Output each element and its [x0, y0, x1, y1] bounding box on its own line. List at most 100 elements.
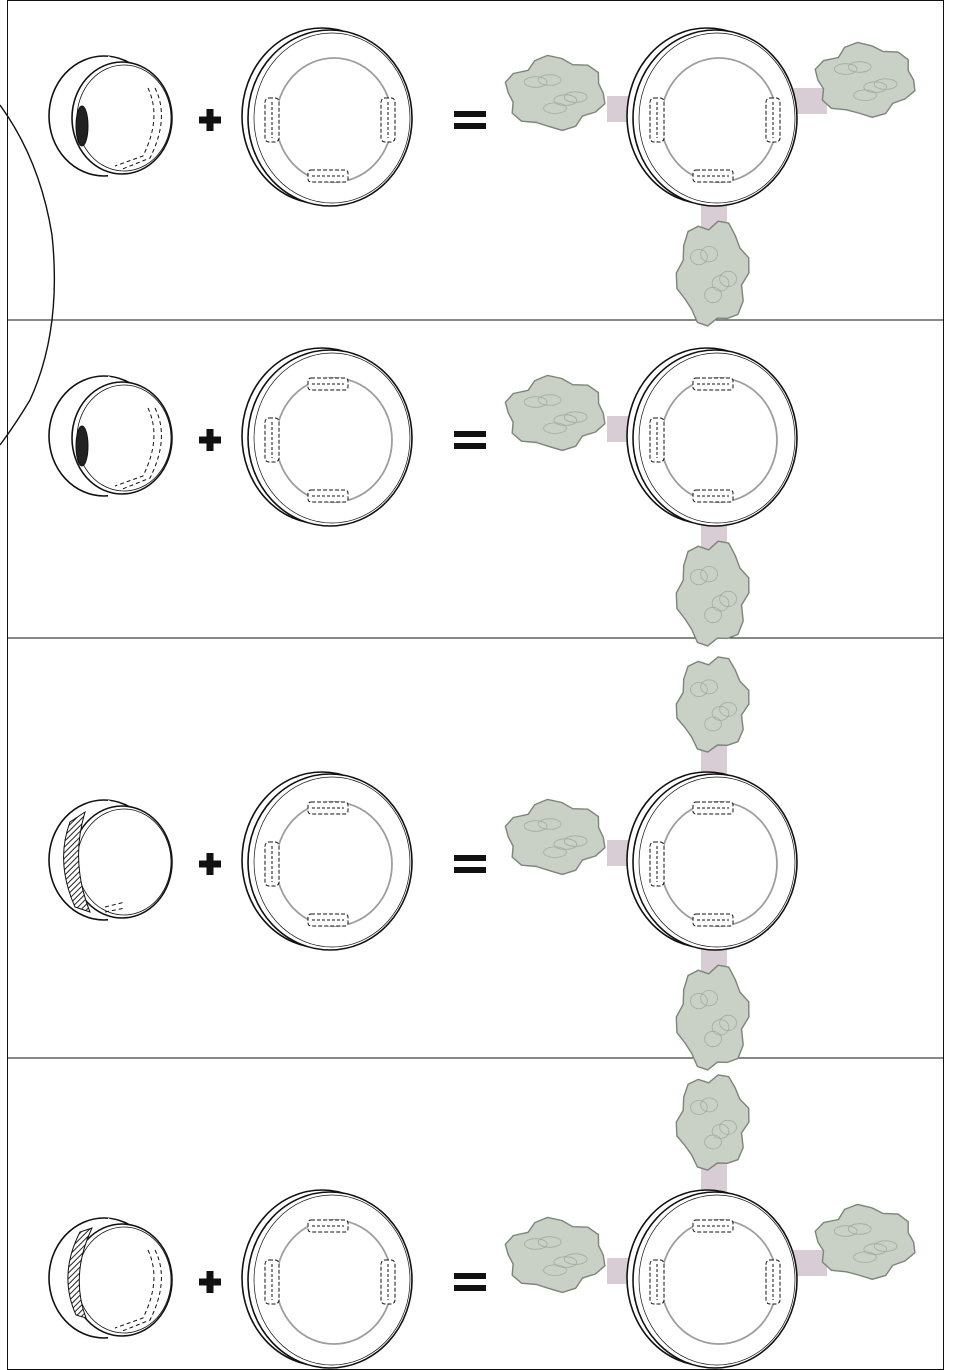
plug-face: [71, 805, 173, 919]
equals-sign: [454, 431, 486, 449]
equals-bar-top: [454, 855, 486, 861]
equals-bar-top: [454, 111, 486, 117]
ring-front-rim: [253, 352, 411, 524]
ring-slot-top: [692, 377, 734, 391]
protein-arm-left: [504, 54, 637, 132]
ring-front-rim: [638, 32, 796, 204]
product-complex: [504, 27, 916, 327]
protein-texture: [863, 81, 888, 93]
equals-bar-bottom: [454, 867, 486, 873]
equals-sign: [454, 1273, 486, 1291]
product-complex: [504, 656, 798, 1071]
product-complex: [504, 347, 798, 647]
ring-inner-hole: [660, 1219, 778, 1345]
ring-slot-bottom: [307, 489, 349, 503]
protein-texture: [833, 1225, 858, 1237]
ring-inner-hole: [660, 57, 778, 183]
protein-stalk: [793, 1250, 827, 1276]
protein-body: [814, 41, 916, 118]
protein-texture: [847, 61, 872, 73]
protein-body: [504, 54, 606, 132]
ring-slot-left: [649, 417, 665, 463]
ring-inner-hole: [275, 377, 393, 503]
protein-texture: [553, 94, 578, 106]
ring-slot-top: [692, 1219, 734, 1233]
plug-marking-oval: [75, 425, 89, 467]
protein-arm-bottom: [675, 202, 750, 327]
equals-bar-bottom: [454, 1285, 486, 1291]
protein-body: [504, 798, 606, 876]
plug-cylinder: [48, 1217, 173, 1344]
protein-texture: [537, 394, 562, 406]
ring-slot-bottom: [307, 913, 349, 927]
rows-layer: [48, 27, 916, 1369]
plug-marking-partial: [67, 1227, 93, 1319]
protein-domain: [814, 1203, 916, 1280]
plug-slot-dashed: [119, 407, 162, 491]
ring-product: [626, 1189, 798, 1369]
ring-slot-bottom: [692, 169, 734, 183]
ring-slot-right: [380, 1259, 396, 1305]
protein-body: [675, 540, 750, 647]
protein-texture: [523, 76, 548, 88]
ring-left: [241, 771, 413, 951]
assembly-row-3: [48, 656, 798, 1071]
plus-bar-vertical: [206, 109, 214, 131]
protein-texture: [553, 838, 578, 850]
protein-texture: [711, 1019, 730, 1036]
ring-slot-right: [765, 1259, 781, 1305]
equals-bar-top: [454, 431, 486, 437]
ring-left: [241, 347, 413, 527]
ring-slot-left: [649, 97, 665, 143]
plug-cylinder: [48, 55, 173, 182]
ring-inner-hole: [275, 801, 393, 927]
ring-slot-right: [765, 97, 781, 143]
protein-domain: [675, 540, 750, 647]
plus-sign: [199, 429, 221, 451]
protein-texture: [523, 396, 548, 408]
protein-texture: [523, 1238, 548, 1250]
protein-arm-bottom: [675, 946, 750, 1071]
protein-body: [675, 220, 750, 327]
protein-texture: [537, 818, 562, 830]
ring-front-rim: [253, 1194, 411, 1366]
protein-body: [675, 656, 750, 753]
protein-body: [504, 1216, 606, 1294]
ring-slot-left: [264, 417, 280, 463]
protein-domain: [504, 1216, 606, 1294]
ring-slot-top: [307, 377, 349, 391]
protein-texture: [537, 74, 562, 86]
ring-product: [626, 347, 798, 527]
protein-texture: [690, 992, 708, 1010]
equals-sign: [454, 111, 486, 129]
ring-left: [241, 27, 413, 207]
ring-front-rim: [638, 352, 796, 524]
protein-body: [675, 1074, 750, 1171]
ring-inner-hole: [660, 377, 778, 503]
assembly-row-2: [48, 347, 798, 647]
ring-product: [626, 27, 798, 207]
protein-texture: [690, 568, 708, 586]
plug-cylinder: [48, 799, 173, 926]
ring-front-rim: [638, 1194, 796, 1366]
plug-slot-dashed-inner: [114, 87, 155, 167]
protein-texture: [700, 989, 718, 1007]
ring-left: [241, 1189, 413, 1369]
protein-texture: [711, 595, 730, 612]
equals-bar-bottom: [454, 123, 486, 129]
protein-texture: [523, 820, 548, 832]
protein-domain: [504, 798, 606, 876]
protein-texture: [690, 1100, 708, 1115]
ring-slot-left: [264, 1259, 280, 1305]
plug-slot-dashed: [119, 1249, 162, 1333]
protein-arm-top: [675, 1074, 750, 1196]
protein-texture: [700, 565, 718, 583]
ring-slot-bottom: [307, 169, 349, 183]
assembly-row-1: [48, 27, 916, 327]
plug-marking-oval: [75, 105, 89, 147]
equals-bar-bottom: [454, 443, 486, 449]
protein-domain: [504, 54, 606, 132]
plug-slot-dashed: [104, 901, 126, 908]
protein-domain: [675, 220, 750, 327]
